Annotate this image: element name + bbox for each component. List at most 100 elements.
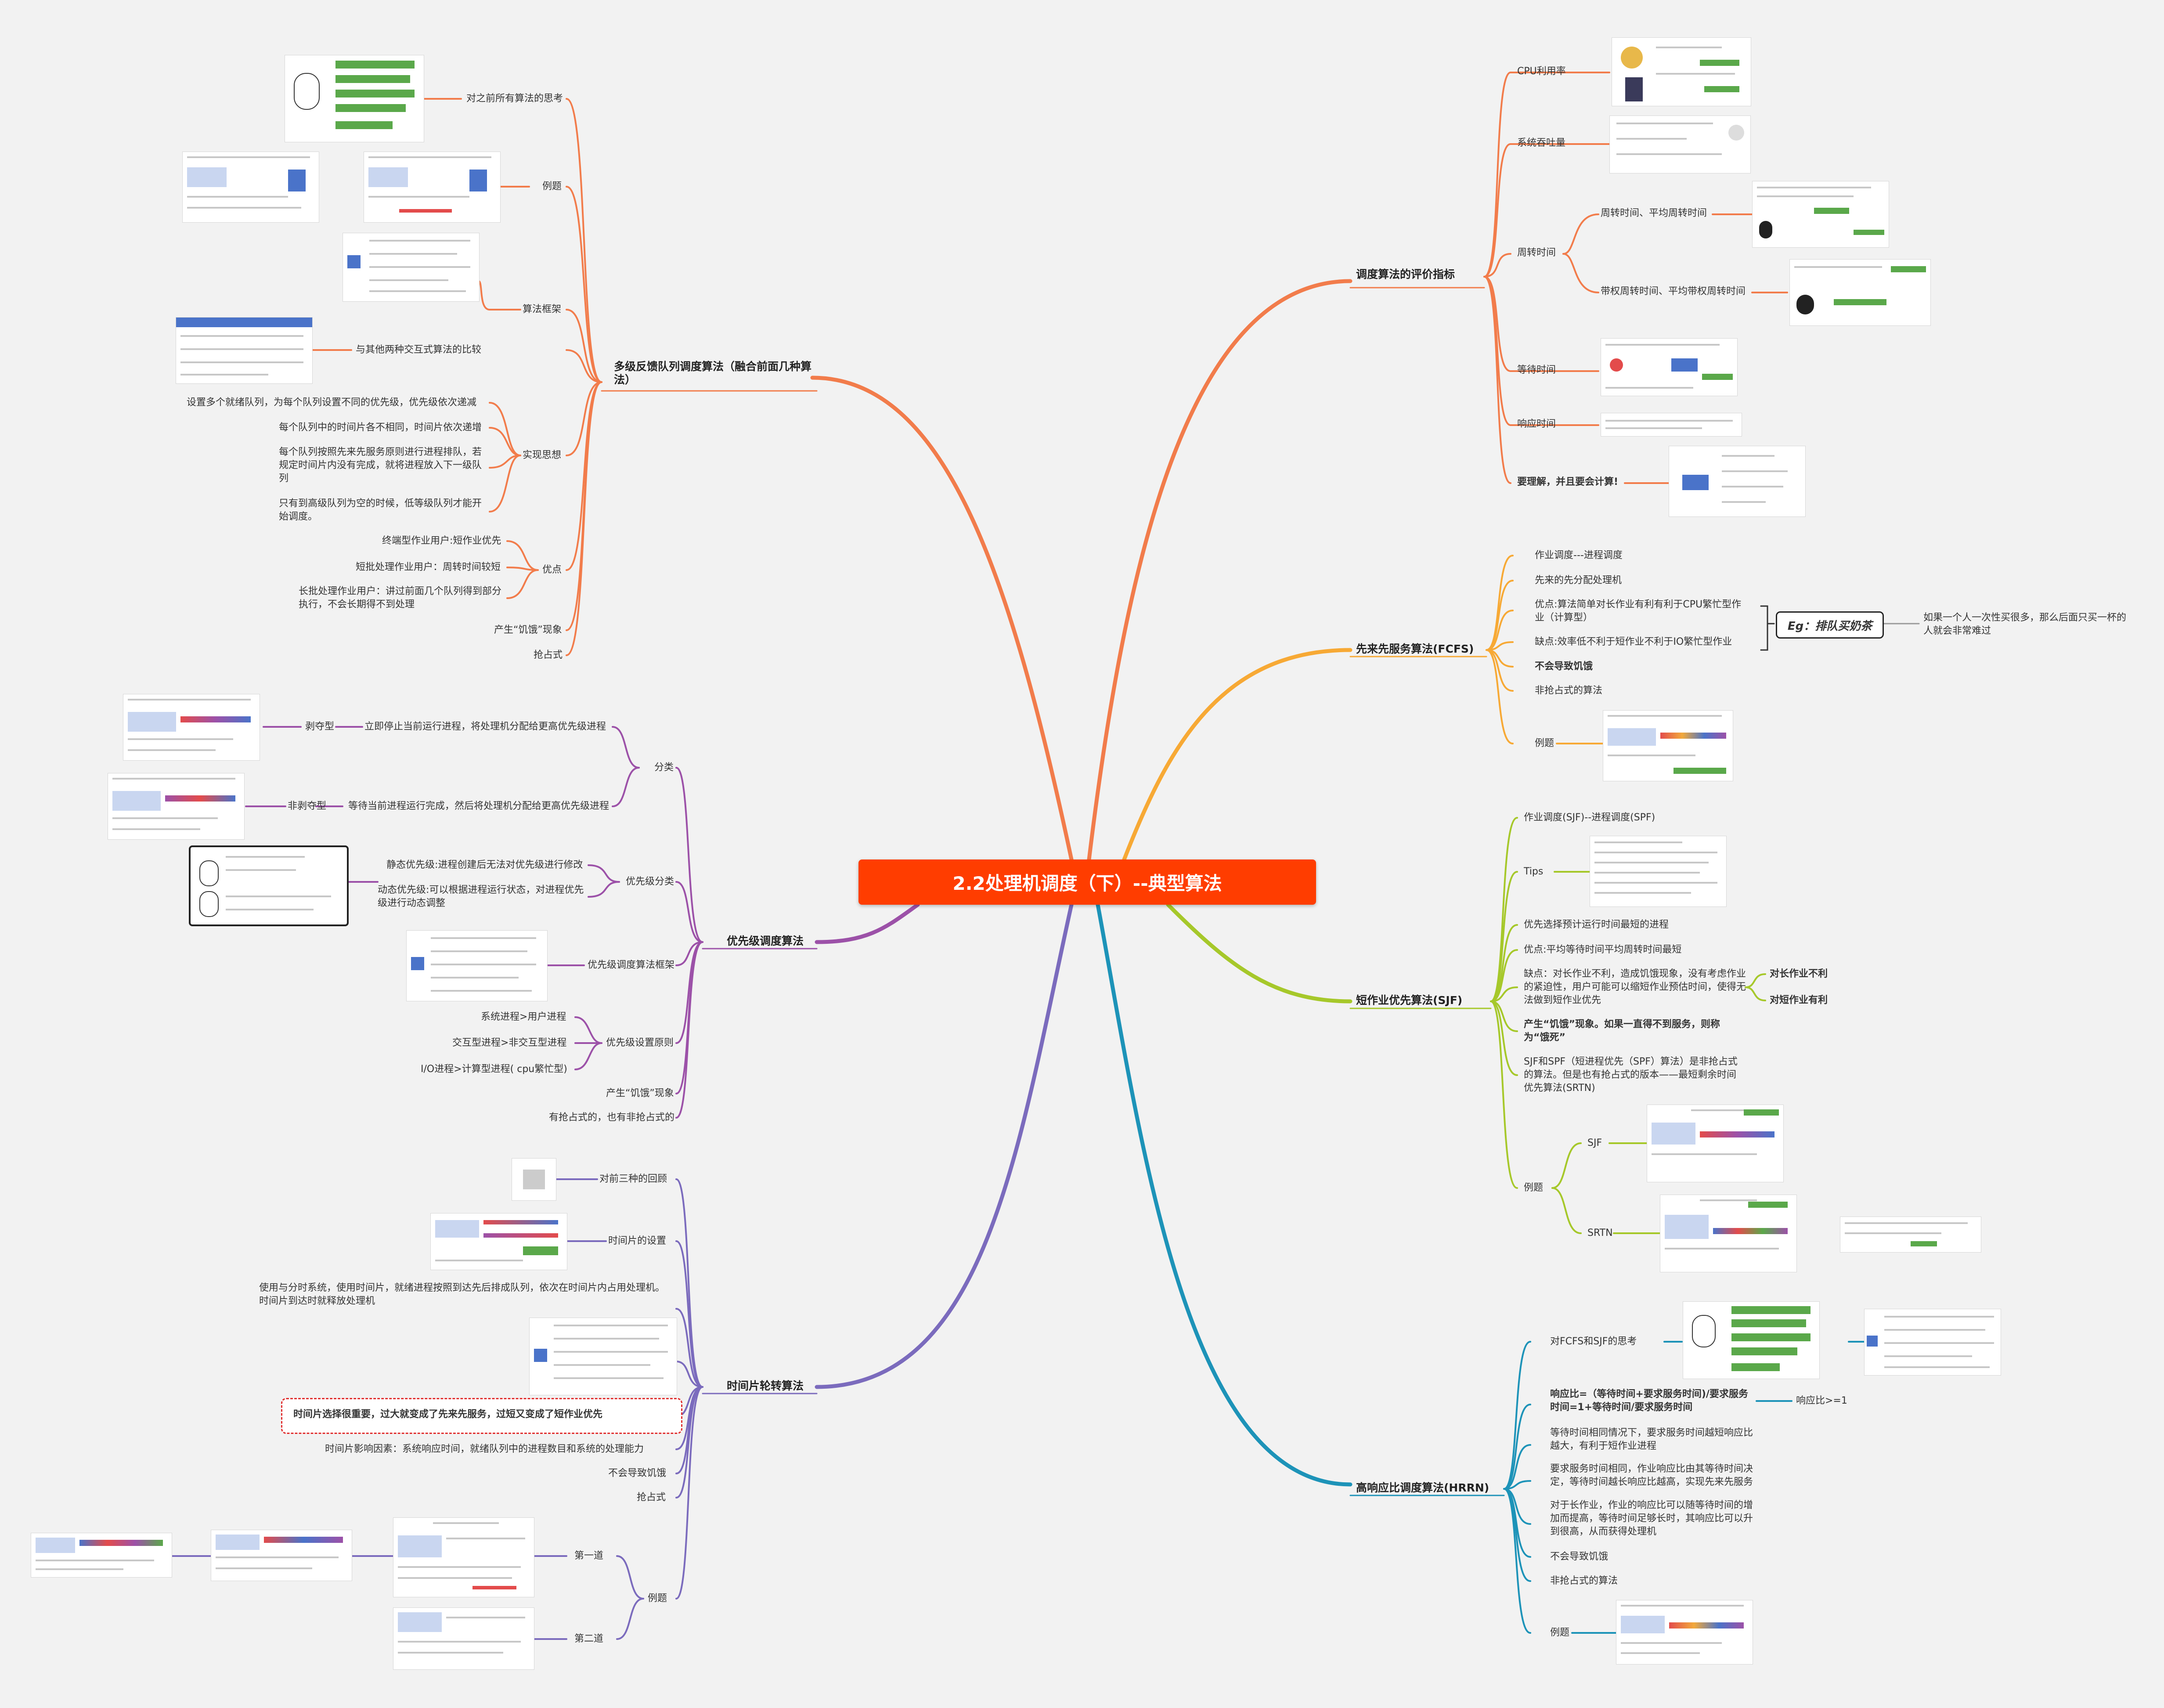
mlfq-pros-0[interactable]: 终端型作业用户:短作业优先 — [382, 535, 501, 546]
mlfq-impl-1[interactable]: 每个队列中的时间片各不相同，时间片依次递增 — [279, 422, 482, 433]
hrrn-item-2[interactable]: 等待时间相同情况下，要求服务时间越短响应比越大，有利于短作业进程 — [1550, 1427, 1753, 1452]
priority-framework-image — [406, 930, 548, 1001]
mlfq-impl-0[interactable]: 设置多个就绪队列，为每个队列设置不同的优先级，优先级依次递减 — [187, 397, 477, 408]
eval-weighted-avg[interactable]: 带权周转时间、平均带权周转时间 — [1601, 286, 1746, 297]
rr-item-setting[interactable]: 时间片的设置 — [608, 1235, 667, 1246]
sjf-item-0[interactable]: 作业调度(SJF)--进程调度(SPF) — [1524, 812, 1655, 823]
fcfs-item-2[interactable]: 优点:算法简单对长作业有利有利于CPU繁忙型作业（计算型） — [1535, 599, 1742, 623]
eval-item-response[interactable]: 响应时间 — [1517, 419, 1556, 430]
hrrn-item-example[interactable]: 例题 — [1550, 1627, 1570, 1638]
eval-understand-image — [1669, 446, 1806, 517]
mlfq-title[interactable]: 多级反馈队列调度算法（融合前面几种算法） — [614, 360, 812, 386]
sjf-example-sjf[interactable]: SJF — [1587, 1137, 1602, 1148]
hrrn-item-5[interactable]: 不会导致饥饿 — [1550, 1551, 1609, 1562]
mlfq-item-compare[interactable]: 与其他两种交互式算法的比较 — [356, 344, 482, 355]
hrrn-item-4[interactable]: 对于长作业，作业的响应比可以随等待时间的增加而提高，等待时间足够长时，其响应比可… — [1550, 1500, 1753, 1537]
priority-item-rules[interactable]: 优先级设置原则 — [606, 1037, 674, 1048]
mlfq-pros-1[interactable]: 短批处理作业用户：周转时间较短 — [356, 562, 501, 573]
rr-framework-image — [529, 1318, 677, 1395]
hrrn-item-3[interactable]: 要求服务时间相同，作业响应比由其等待时间决定，等待时间越长响应比越高，实现先来先… — [1550, 1463, 1753, 1488]
rr-item-preempt[interactable]: 抢占式 — [637, 1492, 666, 1503]
rr-desc[interactable]: 使用与分时系统，使用时间片，就绪进程按照到达先后排成队列，依次在时间片内占用处理… — [259, 1282, 665, 1307]
priority-class-1[interactable]: 等待当前进程运行完成，然后将处理机分配给更高优先级进程 — [348, 801, 610, 812]
priority-class-0[interactable]: 立即停止当前运行进程，将处理机分配给更高优先级进程 — [364, 721, 606, 732]
mlfq-item-pros[interactable]: 优点 — [542, 564, 562, 575]
eval-item-understand[interactable]: 要理解，并且要会计算! — [1517, 477, 1619, 487]
priority-item-types[interactable]: 优先级分类 — [626, 876, 674, 887]
eval-weighted-image — [1789, 259, 1931, 326]
priority-rule-1[interactable]: 交互型进程>非交互型进程 — [452, 1037, 567, 1048]
eval-turnaround-avg[interactable]: 周转时间、平均周转时间 — [1601, 208, 1707, 219]
eval-wait-image — [1601, 338, 1738, 396]
eval-turnaround-image — [1752, 181, 1889, 248]
fcfs-item-0[interactable]: 作业调度---进程调度 — [1535, 550, 1623, 561]
priority-type-dynamic[interactable]: 动态优先级:可以根据进程运行状态，对进程优先级进行动态调整 — [378, 885, 584, 909]
mlfq-item-think[interactable]: 对之前所有算法的思考 — [466, 93, 563, 104]
mlfq-item-starve[interactable]: 产生“饥饿”现象 — [494, 625, 562, 636]
eval-item-turnaround[interactable]: 周转时间 — [1517, 247, 1556, 258]
sjf-side-short[interactable]: 对短作业有利 — [1770, 995, 1828, 1006]
mlfq-item-impl[interactable]: 实现思想 — [523, 450, 562, 461]
rr-highlight[interactable]: 时间片选择很重要，过大就变成了先来先服务，过短又变成了短作业优先 — [293, 1409, 603, 1420]
rr-item-example[interactable]: 例题 — [648, 1593, 667, 1604]
eval-title[interactable]: 调度算法的评价指标 — [1356, 268, 1455, 281]
hrrn-item-1[interactable]: 响应比=（等待时间+要求服务时间)/要求服务时间=1+等待时间/要求服务时间 — [1550, 1389, 1748, 1413]
priority-item-framework[interactable]: 优先级调度算法框架 — [588, 960, 675, 971]
rr-example-2[interactable]: 第二道 — [574, 1633, 604, 1644]
sjf-srtn-image-2 — [1840, 1217, 1981, 1253]
priority-item-mixed[interactable]: 有抢占式的，也有非抢占式的 — [549, 1112, 675, 1123]
priority-item-class[interactable]: 分类 — [654, 762, 674, 773]
root-topic[interactable]: 2.2处理机调度（下）--典型算法 — [858, 859, 1316, 905]
mlfq-impl-2[interactable]: 每个队列按照先来先服务原则进行进程排队，若规定时间片内没有完成，就将进程放入下一… — [279, 447, 482, 484]
fcfs-item-3[interactable]: 缺点:效率低不利于短作业不利于IO繁忙型作业 — [1535, 636, 1732, 647]
sjf-item-3[interactable]: 优点:平均等待时间平均周转时间最短 — [1524, 944, 1682, 955]
fcfs-item-1[interactable]: 先来的先分配处理机 — [1535, 575, 1622, 586]
hrrn-title[interactable]: 高响应比调度算法(HRRN) — [1356, 1481, 1490, 1494]
priority-type-static[interactable]: 静态优先级:进程创建后无法对优先级进行修改 — [386, 859, 583, 870]
rr-item-nostarve[interactable]: 不会导致饥饿 — [608, 1468, 667, 1479]
eval-item-wait[interactable]: 等待时间 — [1517, 365, 1556, 376]
fcfs-item-5[interactable]: 非抢占式的算法 — [1535, 685, 1603, 696]
fcfs-eg-note: 如果一个人一次性买很多，那么后面只买一杯的人就会非常难过 — [1923, 612, 2127, 636]
mlfq-item-example[interactable]: 例题 — [542, 181, 562, 192]
fcfs-item-4[interactable]: 不会导致饥饿 — [1535, 661, 1593, 672]
priority-class-name-0[interactable]: 剥夺型 — [305, 721, 335, 732]
sjf-item-example[interactable]: 例题 — [1524, 1182, 1544, 1193]
eval-cpu-image — [1612, 37, 1751, 106]
sjf-sjf-image — [1647, 1105, 1784, 1182]
rr-example-1[interactable]: 第一道 — [574, 1550, 604, 1561]
priority-title[interactable]: 优先级调度算法 — [727, 935, 804, 947]
hrrn-item-6[interactable]: 非抢占式的算法 — [1550, 1575, 1618, 1586]
hrrn-ratio-note[interactable]: 响应比>=1 — [1796, 1395, 1847, 1406]
eval-throughput-image — [1609, 116, 1751, 173]
priority-rule-0[interactable]: 系统进程>用户进程 — [481, 1011, 566, 1022]
eval-item-cpu[interactable]: CPU利用率 — [1517, 66, 1566, 77]
mlfq-impl-3[interactable]: 只有到高级队列为空的时候，低等级队列才能开始调度。 — [279, 498, 482, 522]
fcfs-item-example[interactable]: 例题 — [1535, 738, 1554, 749]
priority-rule-2[interactable]: I/O进程>计算型进程( cpu繁忙型) — [421, 1064, 567, 1075]
sjf-item-5[interactable]: 产生“饥饿”现象。如果一直得不到服务，则称为“饿死” — [1524, 1019, 1720, 1043]
sjf-item-2[interactable]: 优先选择预计运行时间最短的进程 — [1524, 919, 1669, 930]
rr-item-factors[interactable]: 时间片影响因素：系统响应时间，就绪队列中的进程数目和系统的处理能力 — [325, 1444, 644, 1455]
mlfq-item-framework[interactable]: 算法框架 — [523, 304, 562, 315]
mlfq-item-preempt[interactable]: 抢占式 — [534, 650, 563, 661]
sjf-tips-image — [1590, 836, 1727, 907]
priority-preempt-image — [123, 694, 260, 761]
sjf-item-tips[interactable]: Tips — [1524, 866, 1544, 877]
rr-item-review[interactable]: 对前三种的回顾 — [599, 1174, 667, 1184]
priority-item-starve[interactable]: 产生“饥饿”现象 — [606, 1088, 674, 1099]
priority-class-name-1[interactable]: 非剥夺型 — [288, 801, 327, 812]
sjf-title[interactable]: 短作业优先算法(SJF) — [1356, 994, 1463, 1007]
mlfq-pros-2[interactable]: 长批处理作业用户：讲过前面几个队列得到部分执行，不会长期得不到处理 — [299, 586, 502, 610]
rr-title[interactable]: 时间片轮转算法 — [727, 1379, 804, 1392]
fcfs-eg-bubble[interactable]: Eg：排队买奶茶 — [1776, 611, 1884, 639]
mlfq-framework-image — [343, 233, 480, 302]
sjf-item-6[interactable]: SJF和SPF（短进程优先（SPF）算法）是非抢占式的算法。但是也有抢占式的版本… — [1524, 1056, 1738, 1094]
sjf-side-long[interactable]: 对长作业不利 — [1770, 968, 1828, 979]
fcfs-title[interactable]: 先来先服务算法(FCFS) — [1356, 643, 1474, 655]
eval-item-throughput[interactable]: 系统吞吐量 — [1517, 137, 1566, 148]
sjf-item-4[interactable]: 缺点：对长作业不利，造成饥饿现象，没有考虑作业的紧迫性，用户可能可以缩短作业预估… — [1524, 968, 1746, 1006]
hrrn-item-0[interactable]: 对FCFS和SJF的思考 — [1550, 1336, 1637, 1347]
sjf-example-srtn[interactable]: SRTN — [1587, 1228, 1613, 1239]
fcfs-example-image — [1603, 710, 1733, 781]
